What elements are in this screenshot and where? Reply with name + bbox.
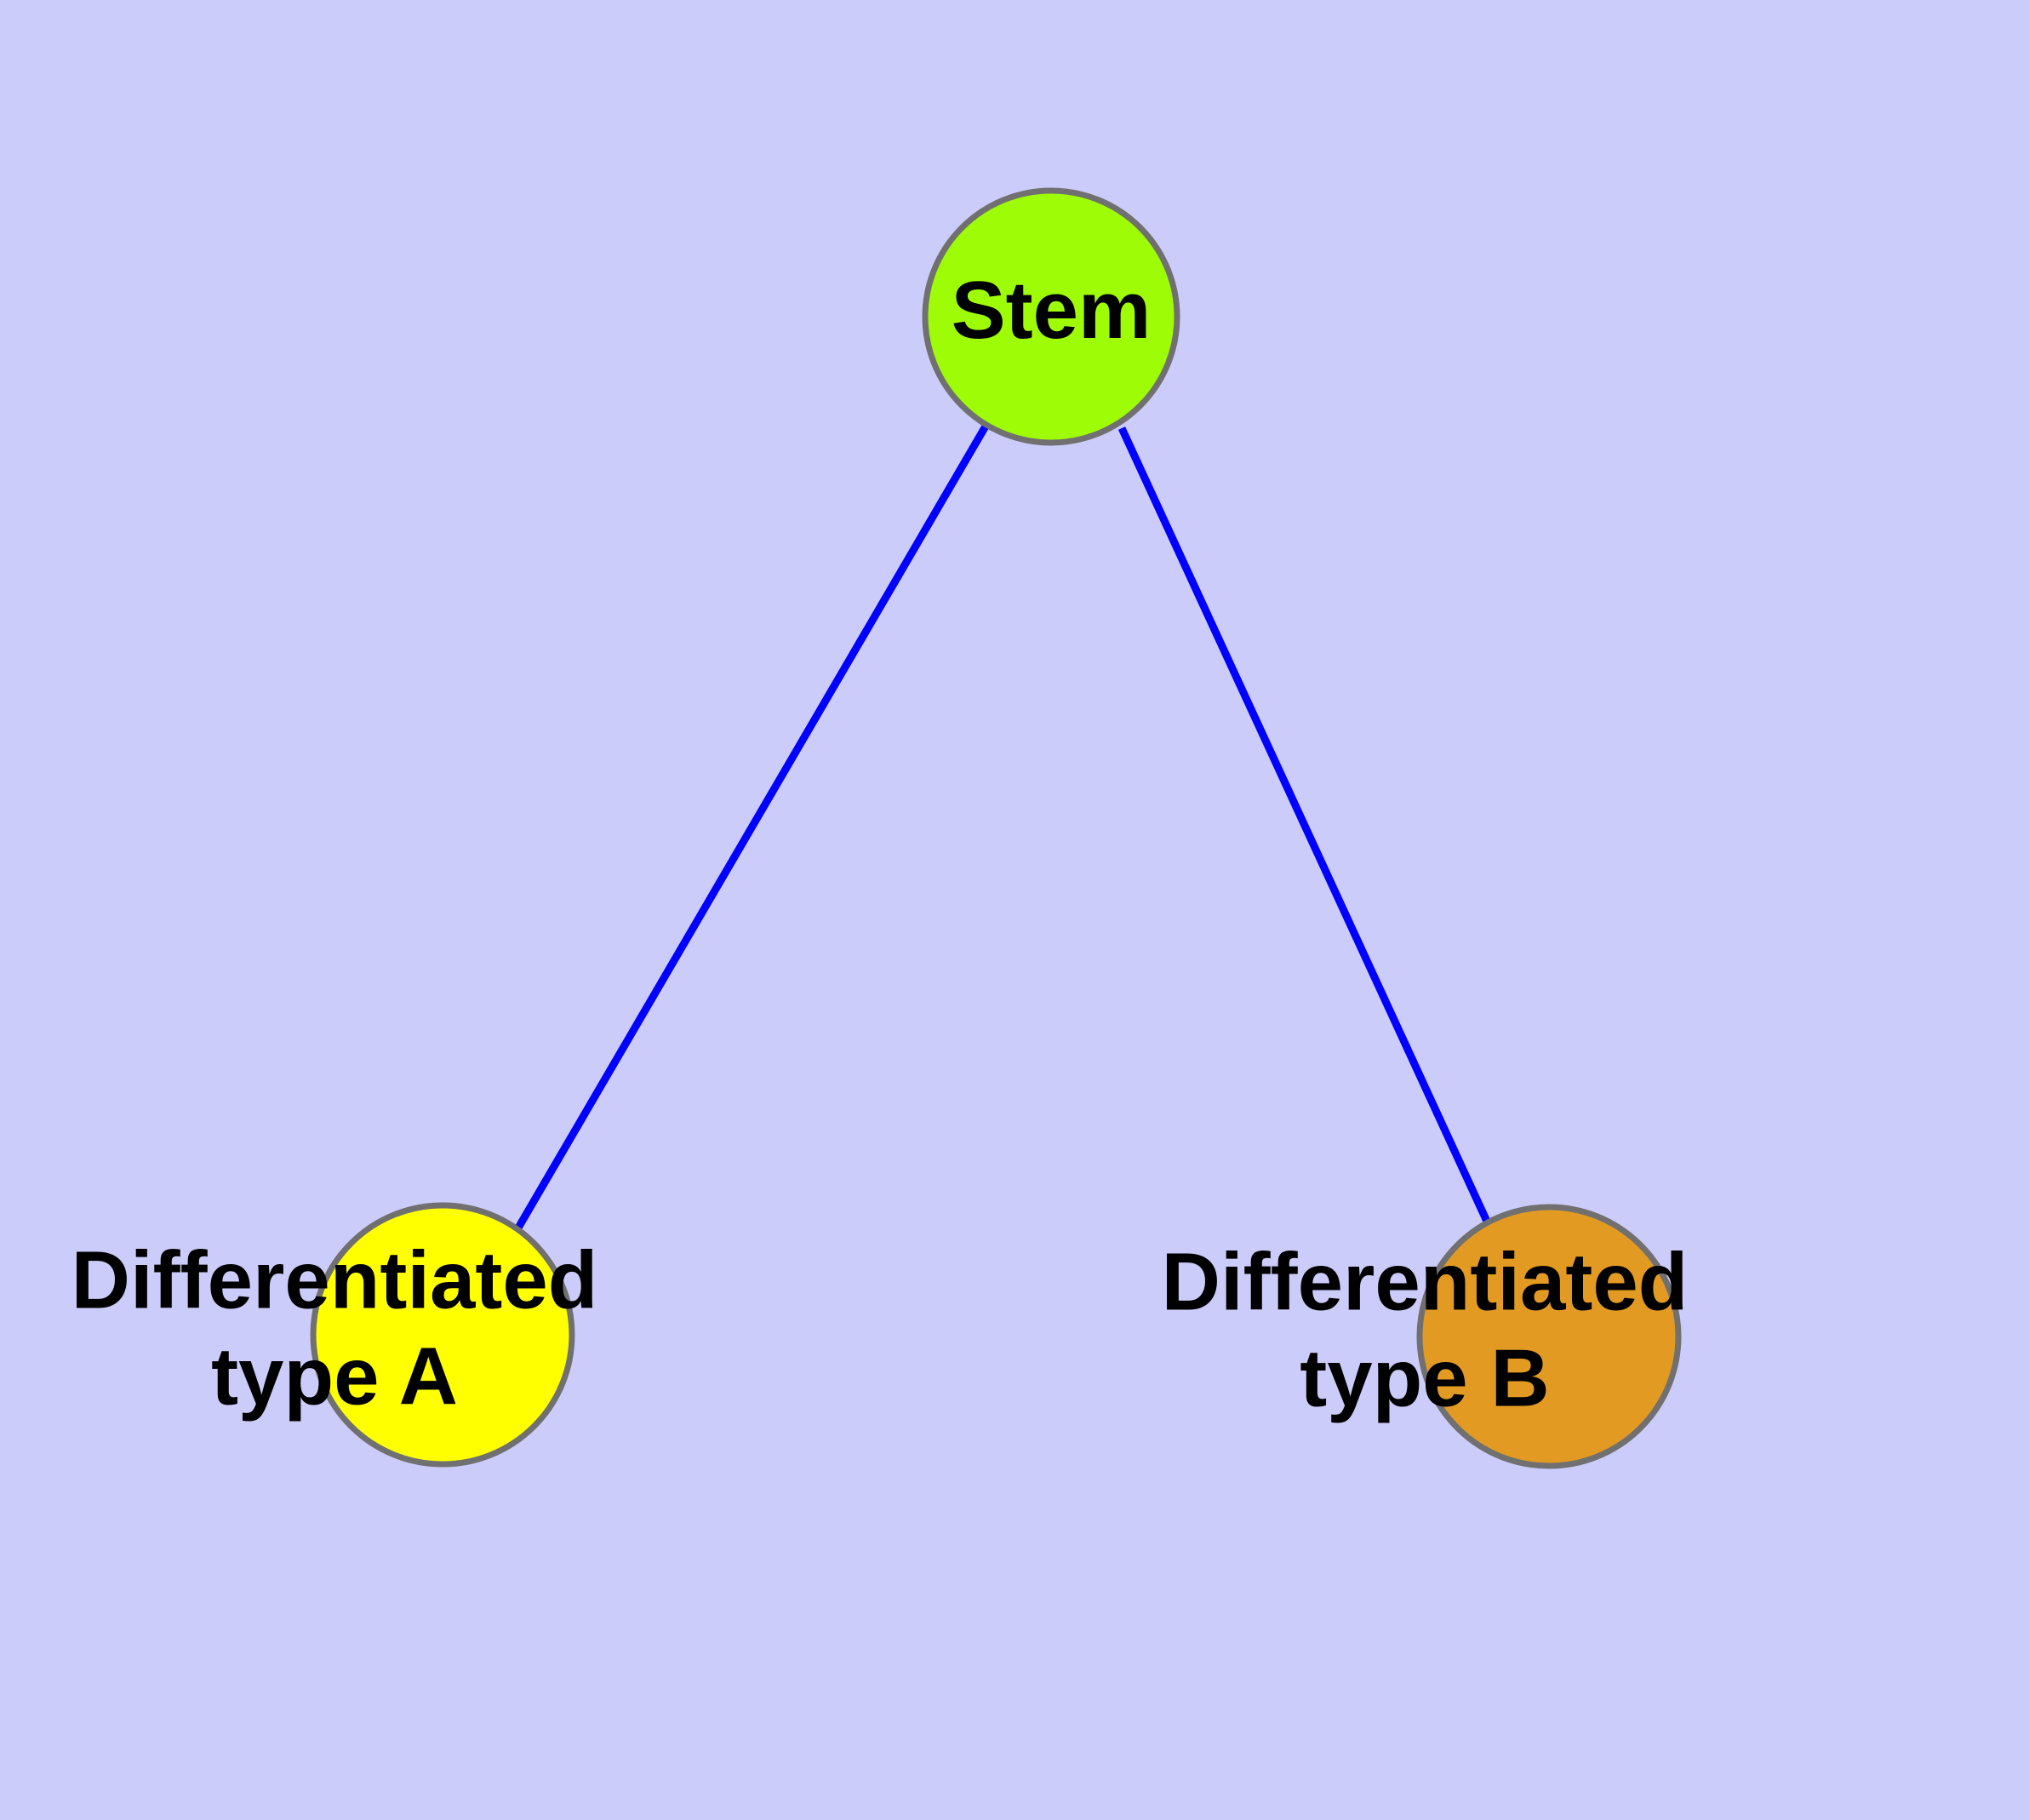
edge-stem-to-differentiated-type-a[interactable] xyxy=(514,422,990,1232)
node-label-line: Stem xyxy=(952,265,1152,356)
node-label-line: Differentiated xyxy=(1162,1237,1689,1328)
node-label-line: type B xyxy=(1300,1333,1549,1424)
node-differentiated-type-a-circle[interactable] xyxy=(310,1202,575,1468)
node-differentiated-type-b-circle[interactable] xyxy=(1416,1204,1682,1469)
node-label-line: type A xyxy=(211,1331,458,1422)
node-stem-circle[interactable] xyxy=(922,187,1180,446)
node-label-line: Differentiated xyxy=(71,1235,598,1326)
edge-stem-to-differentiated-type-b[interactable] xyxy=(1117,426,1493,1227)
node-stem-label: Stem xyxy=(952,265,1152,356)
edges-group xyxy=(514,422,1493,1232)
node-stem[interactable]: Stem xyxy=(922,187,1180,446)
